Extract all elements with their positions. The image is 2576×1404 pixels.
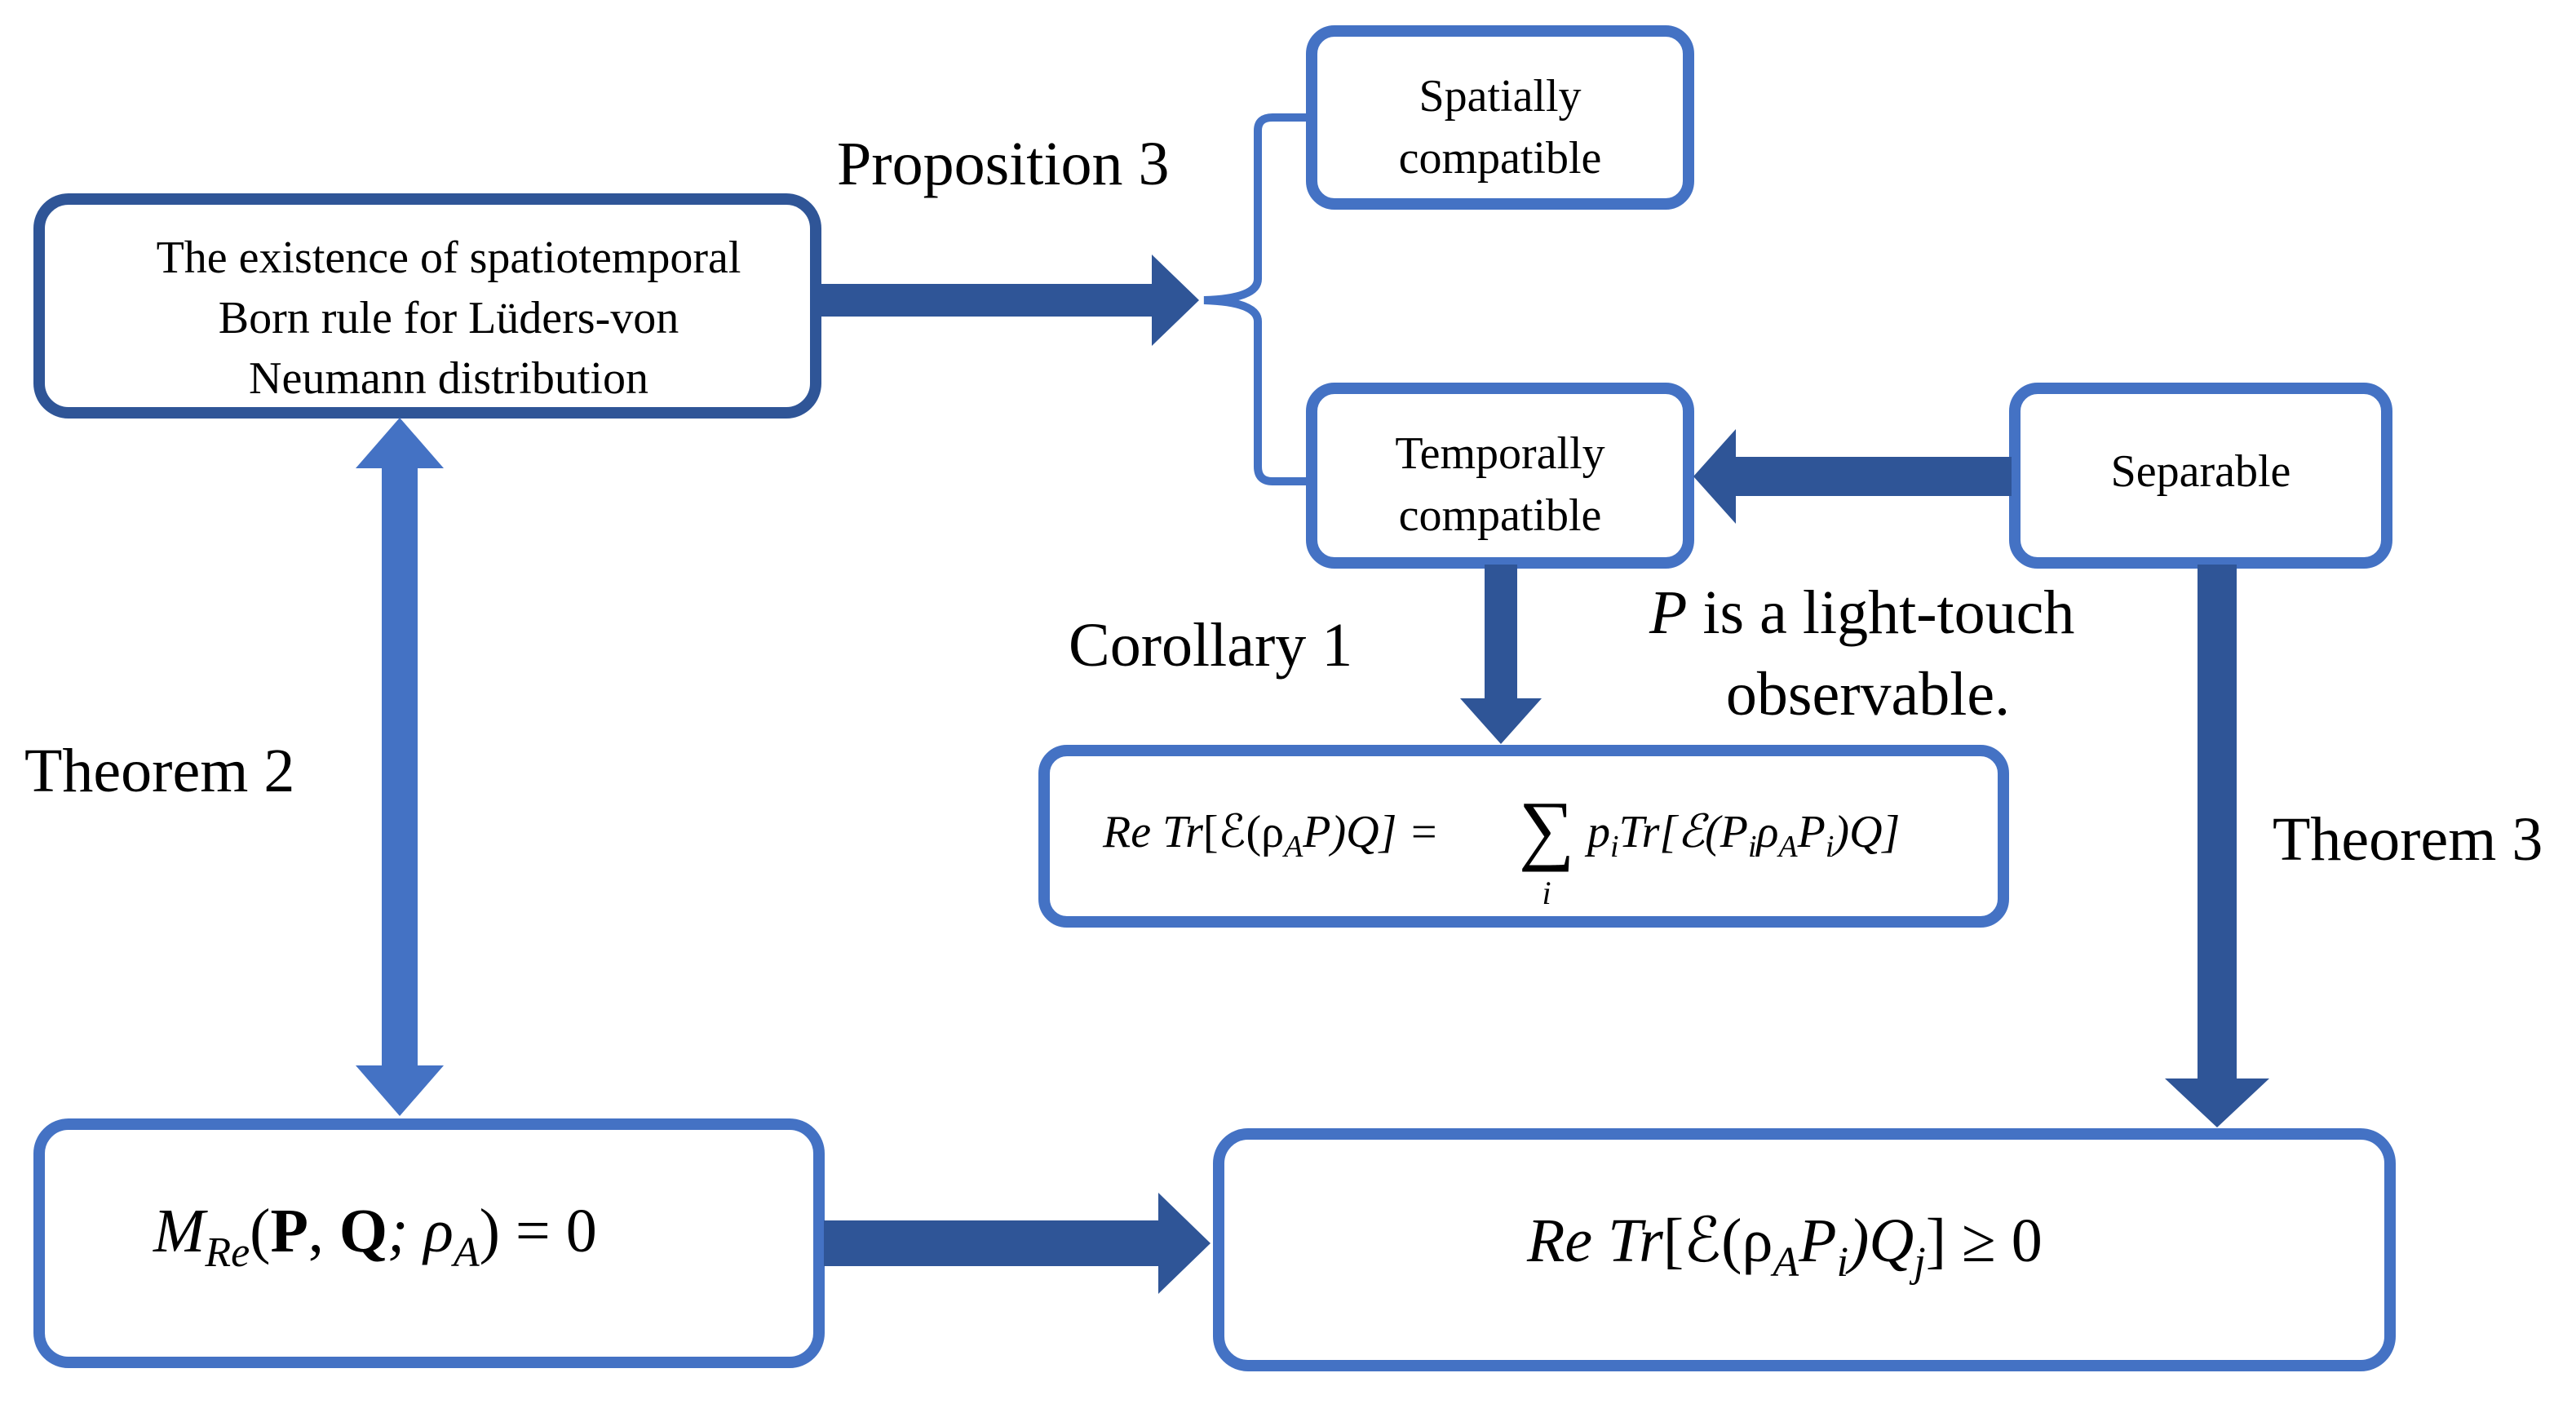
proposition3-label: Proposition 3 [837, 130, 1170, 198]
arrow-temporally-to-formula [1460, 565, 1542, 744]
arrow-separable-to-final [2165, 565, 2269, 1127]
m-re-box [33, 1118, 825, 1368]
separable-label: Separable [2111, 446, 2291, 497]
final-q-sub: j [1909, 1239, 1925, 1286]
final-inner: [ℰ(ρ [1663, 1207, 1773, 1275]
double-arrow-theorem2 [356, 418, 444, 1116]
spatially-line2: compatible [1399, 133, 1602, 184]
arrow-separable-to-temporally [1693, 429, 2012, 524]
formula-rhs-end: )Q] [1831, 807, 1900, 857]
formula-rhs-p: p [1584, 807, 1610, 857]
m-re-comma: , [308, 1197, 339, 1265]
final-sub-a: A [1770, 1239, 1799, 1286]
corollary1-label: Corollary 1 [1069, 611, 1352, 680]
formula-rhs-p-sub: i [1610, 830, 1619, 864]
re-tr-final-formula: Re Tr[ℰ(ρAPi)Qj] ≥ 0 [1526, 1207, 2043, 1286]
m-re-m: M [153, 1197, 208, 1265]
final-p-sub: i [1837, 1239, 1848, 1286]
light-touch-p: P [1649, 578, 1687, 647]
born-rule-line3: Neumann distribution [249, 353, 648, 404]
theorem3-label: Theorem 3 [2273, 805, 2543, 874]
formula-rhs-sub-a: A [1776, 830, 1798, 864]
m-re-close: ) = 0 [480, 1197, 597, 1265]
formula-re-tr: Re Tr [1102, 807, 1203, 857]
arrow-born-rule-to-brace [819, 255, 1199, 346]
born-rule-box [33, 193, 821, 419]
born-rule-line2: Born rule for Lüders-von [219, 293, 679, 343]
light-touch-line1: P is a light-touch [1649, 578, 2074, 647]
final-end: ] ≥ 0 [1926, 1207, 2043, 1275]
sum-index: i [1542, 875, 1551, 911]
m-re-semi: ; ρ [387, 1197, 454, 1265]
light-touch-line2: observable. [1726, 660, 2010, 729]
m-re-open: ( [250, 1197, 270, 1265]
separable-box [2009, 383, 2392, 569]
formula-rhs-sub1: i [1748, 830, 1757, 864]
arrow-m-re-to-final [824, 1193, 1211, 1294]
formula-rhs-p2: P [1797, 807, 1826, 857]
temporally-line2: compatible [1399, 490, 1602, 541]
corollary-formula: Re Tr[ℰ(ρAP)Q] = [1102, 807, 1439, 864]
formula-rhs-tr: Tr[ℰ(P [1619, 807, 1748, 857]
final-p: P [1798, 1207, 1836, 1275]
m-re-rho-sub: A [451, 1229, 480, 1276]
final-mid: )Q [1845, 1207, 1914, 1275]
corollary-formula-box [1038, 745, 2009, 928]
light-touch-text: is a light-touch [1687, 578, 2074, 647]
formula-lhs-rest: P)Q] = [1302, 807, 1439, 857]
formula-rhs-sub2: i [1826, 830, 1835, 864]
final-re-tr: Re Tr [1526, 1207, 1663, 1275]
born-rule-line1: The existence of spatiotemporal [157, 233, 741, 283]
formula-lhs-inner: [ℰ(ρ [1203, 807, 1284, 857]
m-re-formula: MRe(P, Q; ρA) = 0 [153, 1197, 597, 1276]
re-tr-final-box [1213, 1128, 2396, 1371]
spatially-line1: Spatially [1419, 71, 1581, 122]
corollary-formula-rhs: piTr[ℰ(PiρAPi)Q] [1584, 807, 1900, 864]
sum-symbol: ∑ [1519, 785, 1574, 872]
temporally-line1: Temporally [1395, 428, 1604, 479]
theorem2-label: Theorem 2 [24, 737, 294, 805]
formula-lhs-sub: A [1281, 830, 1303, 864]
m-re-q: Q [339, 1197, 387, 1265]
m-re-sub: Re [204, 1229, 250, 1276]
temporally-compatible-box [1306, 383, 1694, 569]
m-re-p: P [270, 1197, 308, 1265]
brace-connector [1203, 113, 1312, 485]
formula-rhs-rho: ρ [1755, 807, 1779, 857]
